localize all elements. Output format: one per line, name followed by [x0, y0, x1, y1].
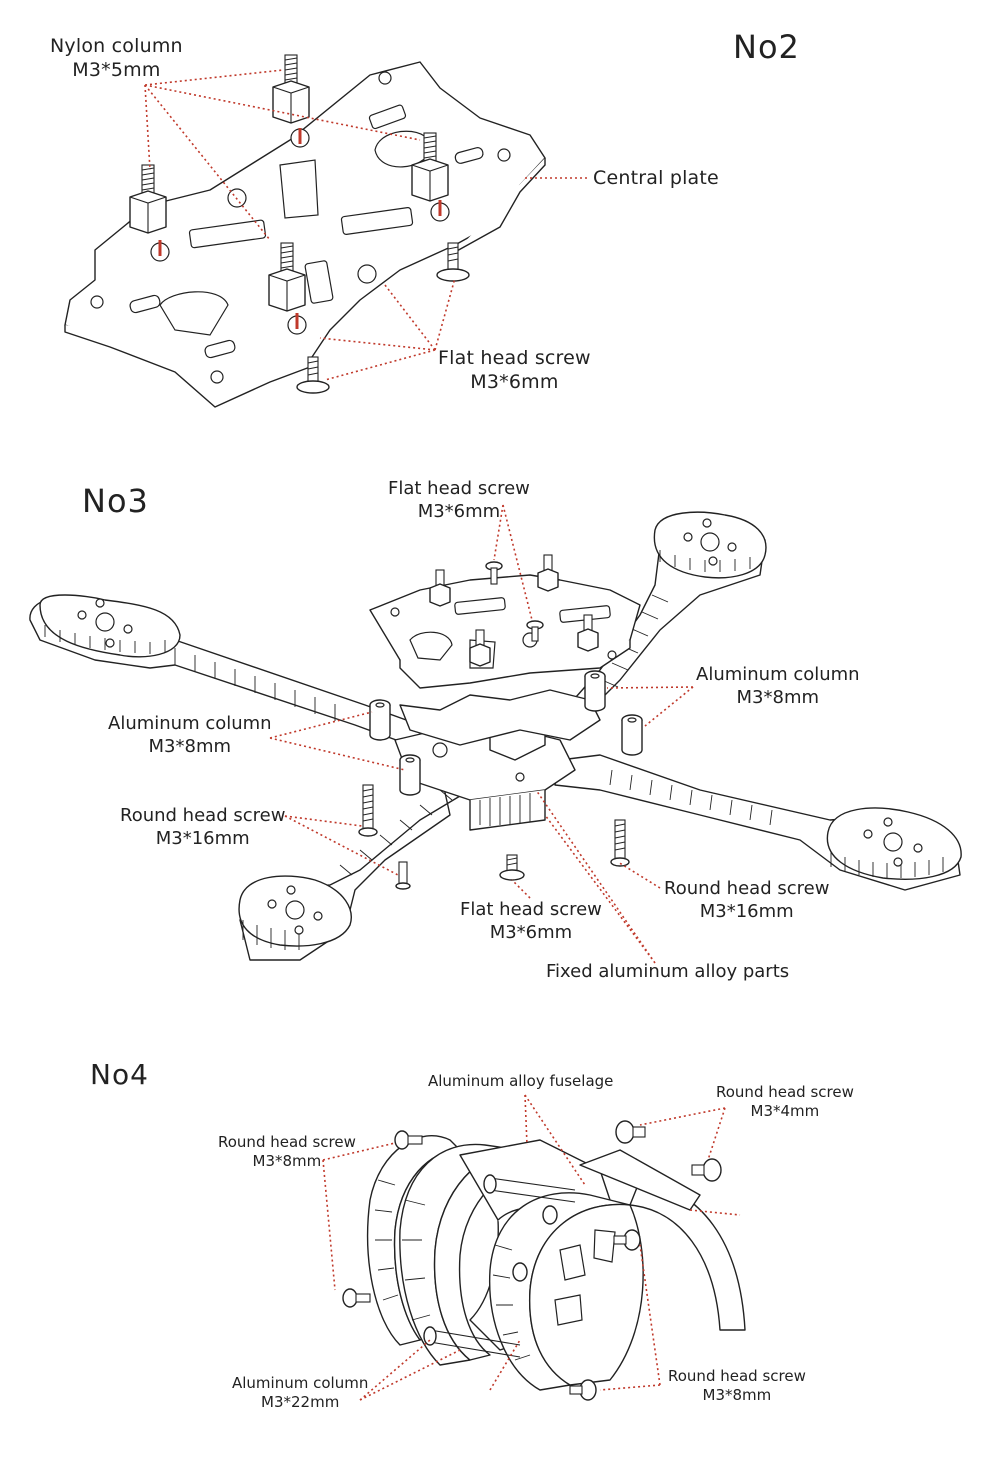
- label-central-plate: Central plate: [593, 167, 719, 189]
- step-no4-title: No4: [90, 1058, 149, 1091]
- no3-arms: [29, 511, 962, 961]
- step-no2-title: No2: [733, 28, 800, 66]
- no2-flat-head-screws: [296, 242, 470, 394]
- label-aluminum-fuselage: Aluminum alloy fuselage: [428, 1072, 614, 1090]
- no4-leaders: [322, 1094, 741, 1401]
- step-no3-title: No3: [82, 482, 149, 520]
- no4-fuselage: [342, 1120, 746, 1401]
- no3-leaders: [269, 504, 694, 964]
- no2-leaders: [144, 69, 590, 381]
- no3-hardware: [358, 554, 643, 890]
- no2-nylon-columns: [129, 54, 449, 312]
- label-fixed-aluminum-parts: Fixed aluminum alloy parts: [546, 961, 790, 982]
